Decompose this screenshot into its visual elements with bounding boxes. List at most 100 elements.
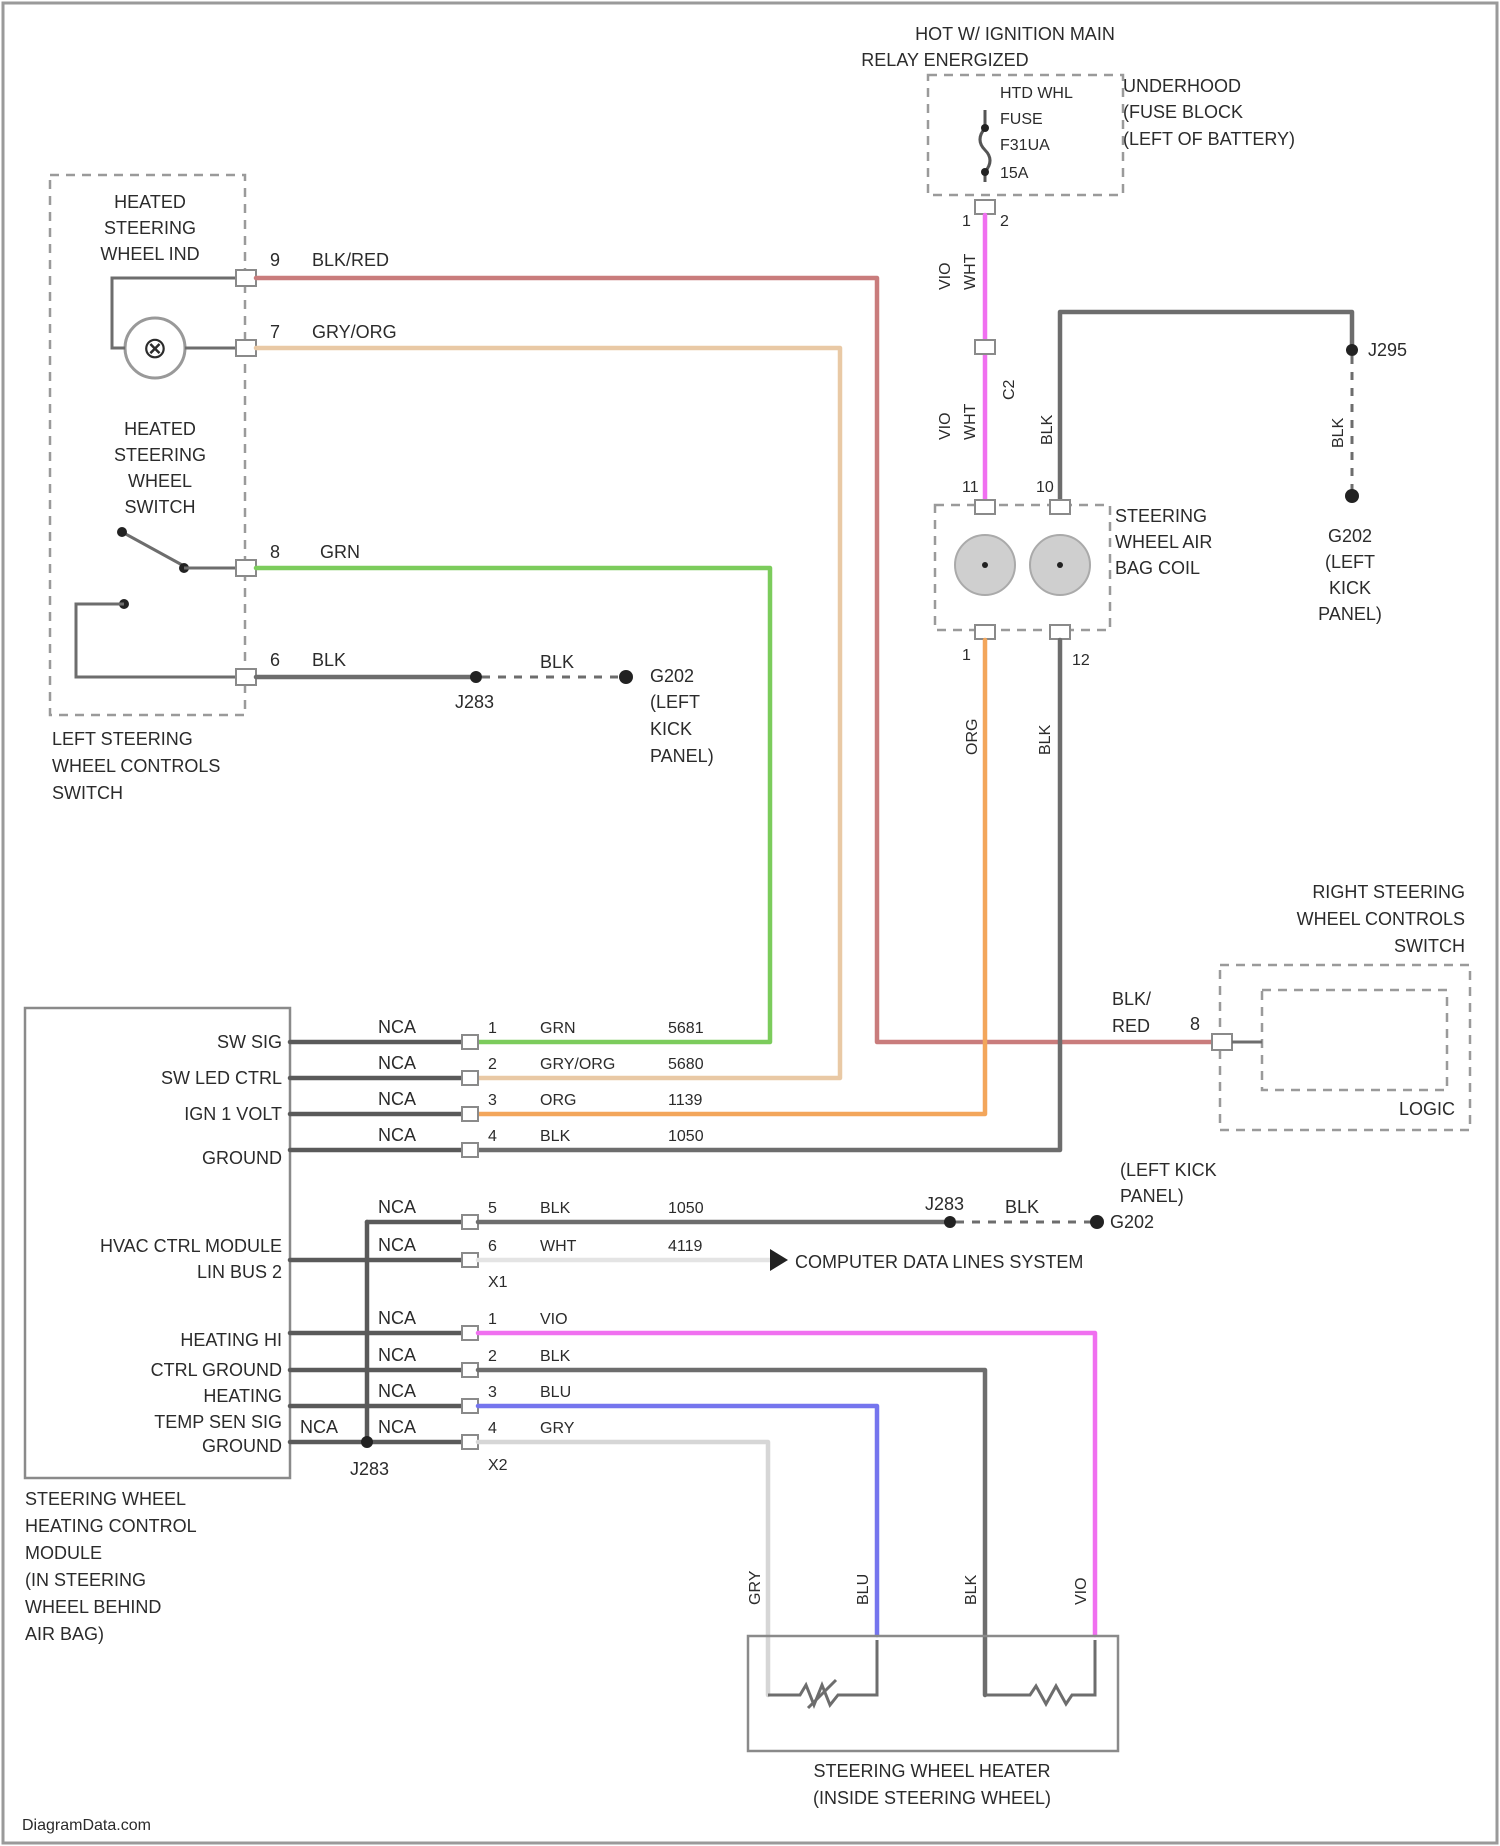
switch-name-4: SWITCH <box>125 497 196 517</box>
kick-top-1: (LEFT KICK <box>1120 1160 1217 1180</box>
right-switch-name-2: WHEEL CONTROLS <box>1297 909 1465 929</box>
right-switch-logic: LOGIC <box>1399 1099 1455 1119</box>
module-name-4: (IN STEERING <box>25 1570 146 1590</box>
left-switch-pin-6 <box>236 669 256 685</box>
coil-name-1: STEERING <box>1115 506 1207 526</box>
x2-pin-4 <box>462 1435 478 1449</box>
wire-blk-heater <box>478 1370 985 1695</box>
fuse-block-name-2: (FUSE BLOCK <box>1123 102 1243 122</box>
module-label-ground: GROUND <box>202 1148 282 1168</box>
g202-left-loc-3: PANEL) <box>650 746 714 766</box>
wire-vio-heater <box>478 1333 1095 1635</box>
x1-pin-5-circuit: 1050 <box>668 1200 704 1217</box>
x1-pin-1-circuit: 5681 <box>668 1020 704 1037</box>
module-label-ctrl-ground: CTRL GROUND <box>151 1360 282 1380</box>
fuse-pin-b: 2 <box>1000 213 1009 230</box>
fuse-terminal-bottom <box>981 168 989 176</box>
j283-mid-label: J283 <box>925 1194 964 1214</box>
x1-pin-6-num: 6 <box>488 1238 497 1255</box>
nca-11: NCA <box>378 1417 416 1437</box>
fuse-label-1: HTD WHL <box>1000 85 1073 102</box>
x1-pin-6-wire: WHT <box>540 1238 577 1255</box>
heater-wire-label-blk: BLK <box>963 1574 980 1605</box>
g202-mid-ground <box>1090 1215 1104 1229</box>
kick-top-2: PANEL) <box>1120 1186 1184 1206</box>
coil-wire-label-blk-bottom: BLK <box>1037 724 1054 755</box>
x2-pin-3-num: 3 <box>488 1384 497 1401</box>
module-label-sw-sig: SW SIG <box>217 1032 282 1052</box>
g202-left-ground <box>619 670 633 684</box>
nca-3: NCA <box>378 1089 416 1109</box>
nca-1: NCA <box>378 1017 416 1037</box>
heater-name-1: STEERING WHEEL HEATER <box>813 1761 1050 1781</box>
wire-gry-heater <box>478 1442 768 1695</box>
x1-pin-1-wire: GRN <box>540 1020 576 1037</box>
right-switch-name-1: RIGHT STEERING <box>1312 882 1465 902</box>
coil-wire-label-vio-2: VIO <box>937 412 954 440</box>
fuse-block-name-3: (LEFT OF BATTERY) <box>1123 129 1295 149</box>
g202-left-label: G202 <box>650 666 694 686</box>
module-label-lin-bus: LIN BUS 2 <box>197 1262 282 1282</box>
g202-right-4: PANEL) <box>1318 604 1382 624</box>
module-label-heating: HEATING <box>203 1386 282 1406</box>
module-label-temp-sen-sig: TEMP SEN SIG <box>154 1412 282 1432</box>
left-switch-pin-9 <box>236 270 256 286</box>
wire-blk-coil-to-j295 <box>1060 312 1352 500</box>
left-pin-9-num: 9 <box>270 250 280 270</box>
left-pin-6-wire: BLK <box>312 650 346 670</box>
left-switch-name-3: SWITCH <box>52 783 123 803</box>
nca-6: NCA <box>378 1235 416 1255</box>
x1-pin-4 <box>462 1143 478 1157</box>
g202-left-loc-2: KICK <box>650 719 692 739</box>
watermark: DiagramData.com <box>22 1817 151 1834</box>
switch-blade <box>122 532 184 566</box>
coil-connector-label: C2 <box>1001 379 1018 400</box>
module-name-5: WHEEL BEHIND <box>25 1597 161 1617</box>
j295-blk-label: BLK <box>1330 417 1347 448</box>
g202-right-3: KICK <box>1329 578 1371 598</box>
switch-ground-wire <box>76 604 240 677</box>
x1-pin-2 <box>462 1071 478 1085</box>
x1-pin-3 <box>462 1107 478 1121</box>
module-label-ground-2: GROUND <box>202 1436 282 1456</box>
x2-name: X2 <box>488 1457 508 1474</box>
coil-wire-label-vio-1: VIO <box>937 262 954 290</box>
module-label-heating-hi: HEATING HI <box>180 1330 282 1350</box>
nca-2: NCA <box>378 1053 416 1073</box>
coil-top-pin-1: 11 <box>962 479 979 496</box>
left-pin-7-wire: GRY/ORG <box>312 322 397 342</box>
x1-pin-6-circuit: 4119 <box>668 1238 703 1255</box>
j295-splice <box>1346 344 1358 356</box>
left-pin-7-num: 7 <box>270 322 280 342</box>
wire-blk-red <box>256 278 1214 1042</box>
x1-pin-3-wire: ORG <box>540 1092 576 1109</box>
left-switch-name-2: WHEEL CONTROLS <box>52 756 220 776</box>
inline-connector-vio <box>975 340 995 354</box>
right-switch-name-3: SWITCH <box>1394 936 1465 956</box>
switch-name-2: STEERING <box>114 445 206 465</box>
fuse-label-4: 15A <box>1000 165 1029 182</box>
left-pin-6-num: 6 <box>270 650 280 670</box>
nca-7: NCA <box>378 1308 416 1328</box>
x1-pin-1 <box>462 1035 478 1049</box>
coil-wire-label-wht-1: WHT <box>962 253 979 290</box>
x1-pin-2-circuit: 5680 <box>668 1056 704 1073</box>
switch-name-3: WHEEL <box>128 471 192 491</box>
x2-pin-2 <box>462 1363 478 1377</box>
heater-box <box>748 1636 1118 1751</box>
fuse-pin-connector <box>975 200 995 214</box>
wire-blk-ground <box>470 640 1060 1150</box>
heater-name-2: (INSIDE STEERING WHEEL) <box>813 1788 1051 1808</box>
left-pin-8-num: 8 <box>270 542 280 562</box>
nca-5: NCA <box>378 1197 416 1217</box>
g202-right-ground <box>1345 489 1359 503</box>
coil-pin-bottom-left <box>975 625 995 639</box>
air-bag-coil-left-center <box>982 562 988 568</box>
nca-4: NCA <box>378 1125 416 1145</box>
data-lines-arrow <box>770 1249 788 1271</box>
wire-gry-org <box>256 348 840 1078</box>
heater-element-wire <box>985 1640 1095 1704</box>
g202-mid-label: G202 <box>1110 1212 1154 1232</box>
x2-pin-4-wire: GRY <box>540 1420 575 1437</box>
x1-pin-5-num: 5 <box>488 1200 497 1217</box>
